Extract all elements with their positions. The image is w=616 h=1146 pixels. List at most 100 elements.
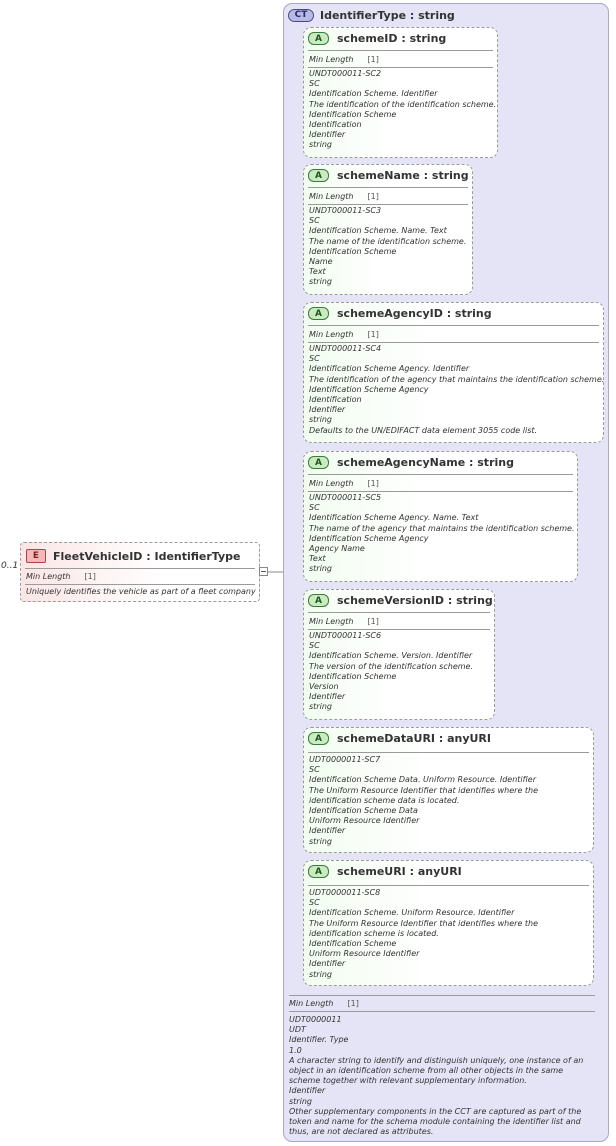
divider xyxy=(289,1011,595,1012)
attribute-badge-icon: A xyxy=(308,307,329,320)
element-badge-icon: E xyxy=(26,549,46,563)
attribute-documentation: UNDT000011-SC6 SC Identification Scheme.… xyxy=(309,631,490,713)
divider xyxy=(289,995,595,996)
doc-line: Identification Scheme Data. Uniform Reso… xyxy=(309,775,536,785)
doc-line: SC xyxy=(309,503,320,513)
doc-line: Identification Scheme xyxy=(309,939,397,949)
doc-line: The version of the identification scheme… xyxy=(309,661,473,671)
attribute-scheme-name[interactable]: A schemeName : string Min Length [1] UND… xyxy=(303,164,473,295)
complex-type-doc-lines: UDT0000011 UDT Identifier. Type 1.0 A ch… xyxy=(289,1015,595,1137)
doc-line: The name of the agency that maintains th… xyxy=(309,523,575,533)
attribute-scheme-agency-id[interactable]: A schemeAgencyID : string Min Length [1]… xyxy=(303,302,604,443)
attribute-badge-icon: A xyxy=(308,32,329,45)
attribute-documentation: UNDT000011-SC2 SC Identification Scheme.… xyxy=(309,69,497,151)
element-title[interactable]: FleetVehicleID : IdentifierType xyxy=(53,549,241,563)
doc-line: A character string to identify and disti… xyxy=(289,1055,584,1086)
attribute-badge-icon: A xyxy=(308,865,329,878)
doc-line: 1.0 xyxy=(289,1045,302,1055)
doc-line: The identification of the agency that ma… xyxy=(309,374,605,384)
element-box[interactable]: E FleetVehicleID : IdentifierType Min Le… xyxy=(20,542,260,602)
doc-line: SC xyxy=(309,79,320,89)
facet-label: Min Length xyxy=(309,192,354,201)
doc-line: UNDT000011-SC4 xyxy=(309,344,382,353)
attribute-title[interactable]: schemeURI : anyURI xyxy=(337,865,462,878)
attribute-badge-icon: A xyxy=(308,169,329,182)
doc-line: Identification Scheme Agency. Identifier xyxy=(309,364,470,374)
doc-line: SC xyxy=(309,898,320,908)
doc-line: SC xyxy=(309,354,320,364)
attribute-documentation: UDT0000011-SC8 SC Identification Scheme.… xyxy=(309,888,589,980)
complex-type-documentation: Min Length [1] UDT0000011 UDT Identifier… xyxy=(289,995,595,1137)
attribute-title[interactable]: schemeName : string xyxy=(337,169,469,182)
facet-value: [1] xyxy=(367,192,379,201)
attribute-scheme-agency-name[interactable]: A schemeAgencyName : string Min Length [… xyxy=(303,451,578,582)
complex-type-badge-icon: CT xyxy=(288,8,314,22)
doc-line: string xyxy=(289,1096,312,1106)
attribute-badge-icon: A xyxy=(308,732,329,745)
doc-line: Identification xyxy=(309,395,362,405)
doc-line: Defaults to the UN/EDIFACT data element … xyxy=(309,425,538,435)
facet-value: [1] xyxy=(367,330,379,339)
attribute-documentation: UNDT000011-SC4 SC Identification Scheme … xyxy=(309,344,605,436)
facet-min-length: Min Length [1] xyxy=(309,617,379,626)
doc-line: string xyxy=(309,969,332,979)
divider xyxy=(308,342,599,343)
attribute-header: A schemeURI : anyURI xyxy=(308,865,462,878)
attribute-scheme-data-uri[interactable]: A schemeDataURI : anyURI UDT0000011-SC7 … xyxy=(303,727,594,853)
attribute-badge-icon: A xyxy=(308,594,329,607)
attribute-title[interactable]: schemeID : string xyxy=(337,32,447,45)
facet-value: [1] xyxy=(347,999,359,1008)
attribute-title[interactable]: schemeVersionID : string xyxy=(337,594,493,607)
doc-line: Identification Scheme xyxy=(309,109,397,119)
attribute-documentation: UDT0000011-SC7 SC Identification Scheme … xyxy=(309,755,589,847)
facet-label: Min Length xyxy=(309,479,354,488)
attribute-header: A schemeAgencyName : string xyxy=(308,456,514,469)
doc-line: Identifier xyxy=(309,130,346,140)
doc-line: The identification of the identification… xyxy=(309,99,497,109)
divider xyxy=(308,325,599,326)
facet-value: [1] xyxy=(84,572,96,581)
attribute-header: A schemeDataURI : anyURI xyxy=(308,732,491,745)
doc-line: Version xyxy=(309,682,339,692)
doc-line: string xyxy=(309,140,332,150)
complex-type-header: CT IdentifierType : string xyxy=(288,7,455,23)
doc-line: UNDT000011-SC3 xyxy=(309,206,382,215)
divider xyxy=(308,885,589,886)
complex-type-title[interactable]: IdentifierType : string xyxy=(320,8,455,22)
attribute-title[interactable]: schemeDataURI : anyURI xyxy=(337,732,491,745)
facet-label: Min Length xyxy=(289,999,334,1008)
divider xyxy=(308,204,468,205)
divider xyxy=(308,612,490,613)
facet-value: [1] xyxy=(367,55,379,64)
doc-line: SC xyxy=(309,765,320,775)
attribute-scheme-uri[interactable]: A schemeURI : anyURI UDT0000011-SC8 SC I… xyxy=(303,860,594,986)
facet-min-length: Min Length [1] xyxy=(26,572,96,581)
doc-line: string xyxy=(309,836,332,846)
doc-line: Name xyxy=(309,257,333,267)
facet-value: [1] xyxy=(367,479,379,488)
element-description: Uniquely identifies the vehicle as part … xyxy=(26,587,256,596)
attribute-scheme-version-id[interactable]: A schemeVersionID : string Min Length [1… xyxy=(303,589,495,720)
doc-line: Identification Scheme. Identifier xyxy=(309,89,438,99)
doc-line: UDT0000011-SC7 xyxy=(309,755,381,764)
facet-min-length: Min Length [1] xyxy=(309,330,379,339)
attribute-scheme-id[interactable]: A schemeID : string Min Length [1] UNDT0… xyxy=(303,27,498,158)
doc-line: Identification Scheme Agency. Name. Text xyxy=(309,513,479,523)
collapse-toggle-icon[interactable] xyxy=(259,567,268,576)
doc-line: The name of the identification scheme. xyxy=(309,236,467,246)
doc-line: Identification Scheme xyxy=(309,246,397,256)
doc-line: Identification Scheme Agency xyxy=(309,384,429,394)
doc-line: UDT0000011 xyxy=(289,1015,342,1024)
divider xyxy=(308,187,468,188)
doc-line: Text xyxy=(309,554,326,564)
doc-line: UNDT000011-SC2 xyxy=(309,69,382,78)
doc-line: Identification Scheme Agency xyxy=(309,533,429,543)
doc-line: string xyxy=(309,415,332,425)
facet-min-length: Min Length [1] xyxy=(289,999,359,1008)
attribute-title[interactable]: schemeAgencyName : string xyxy=(337,456,514,469)
doc-line: Identification Scheme. Name. Text xyxy=(309,226,447,236)
attribute-title[interactable]: schemeAgencyID : string xyxy=(337,307,492,320)
facet-label: Min Length xyxy=(309,330,354,339)
facet-value: [1] xyxy=(367,617,379,626)
facet-min-length: Min Length [1] xyxy=(309,192,379,201)
